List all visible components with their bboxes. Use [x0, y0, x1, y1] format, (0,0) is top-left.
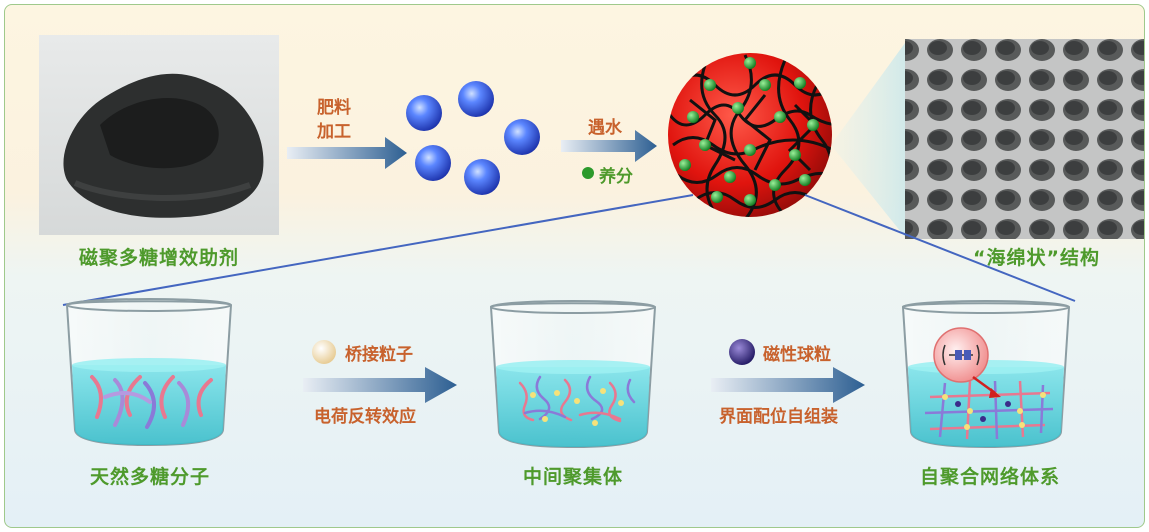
sem-sponge-photo — [905, 39, 1144, 239]
label-sponge-structure: “海绵状”结构 — [973, 247, 1100, 269]
connector-line — [62, 194, 694, 306]
powder-photo — [39, 35, 279, 235]
magnetic-sphere-icon — [729, 339, 755, 365]
step-charge-reversal: 电荷反转效应 — [314, 407, 416, 427]
step-nutrients: 养分 — [599, 167, 633, 187]
connector-line — [804, 194, 1076, 302]
process-arrow — [711, 367, 865, 403]
process-arrow — [287, 137, 407, 169]
label-intermediate-aggregate: 中间聚集体 — [523, 466, 624, 488]
process-arrow — [561, 130, 657, 162]
fertilizer-beads — [406, 81, 540, 195]
nutrient-dot — [582, 167, 594, 179]
step-interface-coordination: 界面配位自组装 — [719, 407, 838, 427]
step-bridging-particles: 桥接粒子 — [345, 345, 413, 365]
label-self-assembled-network: 自聚合网络体系 — [920, 466, 1061, 488]
zoom-cone — [831, 43, 905, 237]
diagram-canvas — [39, 35, 1144, 449]
label-magnetic-additive: 磁聚多糖增效助剂 — [79, 247, 240, 269]
composite-sphere — [668, 53, 832, 217]
step-fertilizer-line1: 肥料 — [317, 98, 351, 118]
beaker-self-assembled-network — [901, 300, 1071, 449]
label-natural-polysaccharide: 天然多糖分子 — [90, 466, 211, 488]
beaker-intermediate-aggregate — [489, 300, 657, 449]
diagram-frame: 磁聚多糖增效助剂 “海绵状”结构 肥料 加工 遇水 养分 桥接粒子 电荷反转效应… — [4, 4, 1145, 528]
process-arrow — [303, 367, 457, 403]
step-meet-water: 遇水 — [588, 118, 622, 138]
beaker-natural-polysaccharide — [65, 298, 233, 447]
step-fertilizer-line2: 加工 — [317, 122, 351, 142]
step-magnetic-spheres: 磁性球粒 — [763, 345, 831, 365]
bridging-particle-icon — [312, 340, 336, 364]
